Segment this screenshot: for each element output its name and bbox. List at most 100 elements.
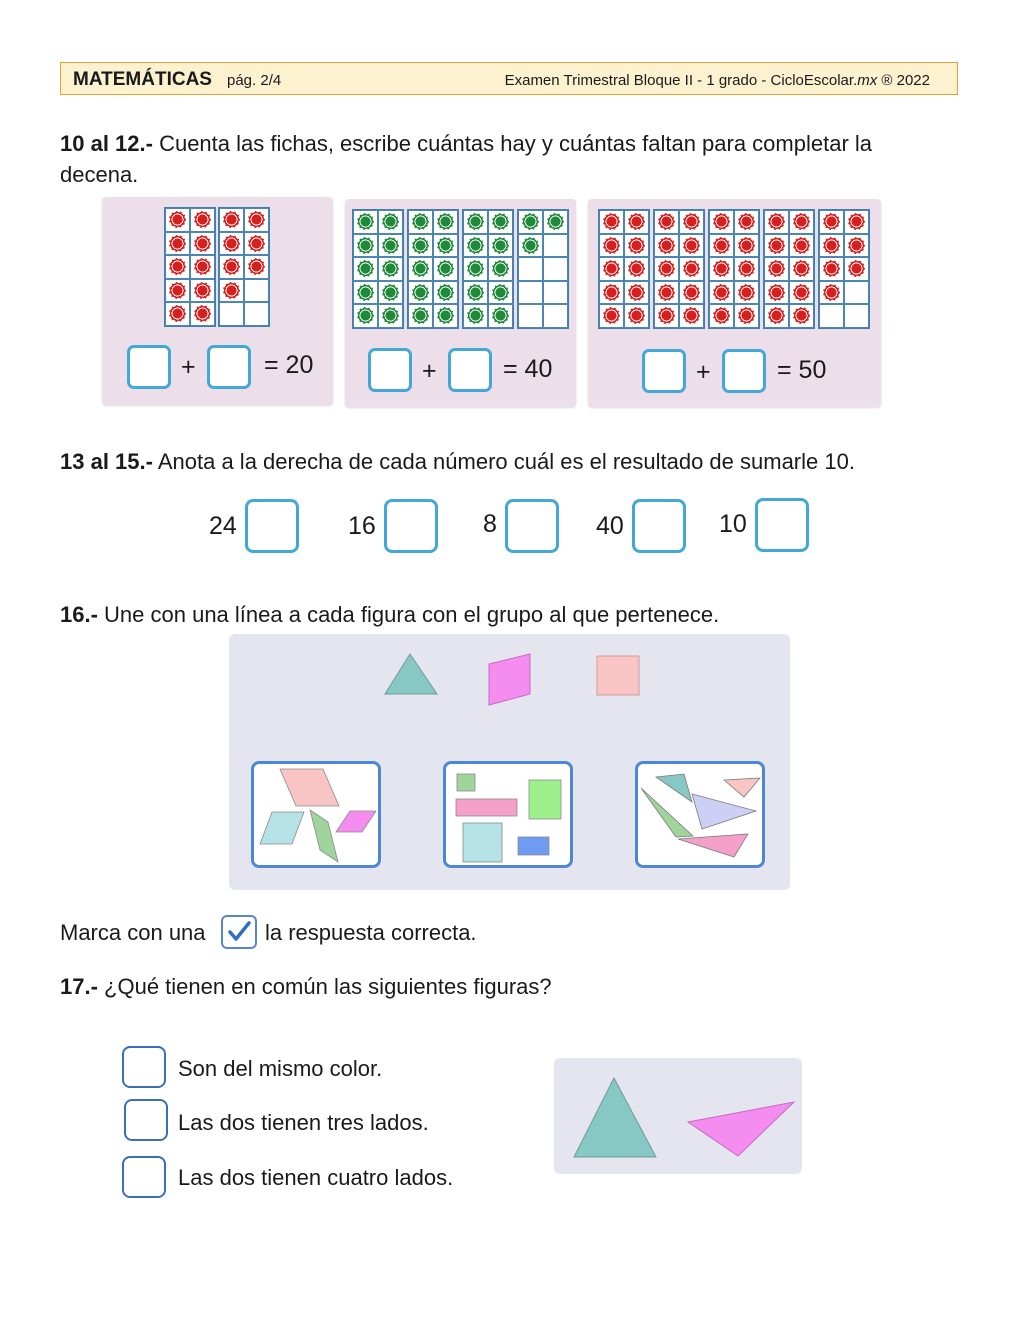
- ten-frame-cell: [734, 233, 759, 257]
- group-triangles[interactable]: [635, 761, 765, 868]
- option-checkbox-1[interactable]: [122, 1046, 166, 1088]
- ten-frame-cell: [353, 210, 378, 234]
- plus-sign: +: [696, 358, 711, 386]
- ten-frame-cell: [654, 304, 679, 328]
- ten-frame-cell: [190, 302, 215, 326]
- counter-chip: [738, 260, 755, 278]
- ten-frame-cell: [244, 208, 269, 232]
- subject-title: MATEMÁTICAS: [73, 69, 212, 90]
- ten-frame-cell: [378, 280, 403, 304]
- ten-frame-cell: [624, 257, 649, 281]
- counter-chip: [382, 260, 399, 278]
- ten-frame-cell: [244, 302, 269, 326]
- counter-chip: [603, 283, 620, 301]
- ten-frame-cell: [518, 257, 543, 281]
- ten-frame-cell: [165, 231, 190, 255]
- counter-chip: [357, 236, 374, 254]
- triangles-group-shapes: [640, 773, 761, 858]
- ten-frame-cell: [654, 210, 679, 234]
- ten-frame-cell: [819, 280, 844, 304]
- counter-chip: [467, 213, 484, 231]
- triangle-shape[interactable]: [384, 653, 438, 695]
- parallelogram-shape[interactable]: [488, 653, 531, 706]
- ten-frame-cell: [734, 210, 759, 234]
- ten-frame-cell: [789, 257, 814, 281]
- answer-box-2a[interactable]: [368, 348, 412, 392]
- group-rectangles[interactable]: [443, 761, 573, 868]
- counter-chip: [683, 260, 700, 278]
- ten-frame-cell: [764, 257, 789, 281]
- square-shape[interactable]: [596, 655, 640, 696]
- counter-chip: [683, 307, 700, 325]
- ten-frame-cell: [219, 278, 244, 302]
- ten-frame-cell: [165, 255, 190, 279]
- counter-chip: [658, 236, 675, 254]
- sum-box-10[interactable]: [755, 498, 809, 552]
- ten-frame-grid: [517, 209, 569, 329]
- answer-box-3b[interactable]: [722, 349, 766, 393]
- counter-chip: [628, 260, 645, 278]
- number-40: 40: [596, 512, 624, 540]
- sum-box-40[interactable]: [632, 499, 686, 553]
- counter-chip: [522, 213, 539, 231]
- ten-frame-cell: [353, 257, 378, 281]
- page-number: pág. 2/4: [227, 72, 282, 89]
- answer-box-1a[interactable]: [127, 345, 171, 389]
- counter-chip: [492, 236, 509, 254]
- ten-frame-cell: [543, 280, 568, 304]
- counter-chip: [467, 260, 484, 278]
- ten-frame-cell: [190, 255, 215, 279]
- chip-panel-1: + = 20: [102, 197, 333, 405]
- shape-matching-panel: [229, 634, 790, 890]
- equation-total-3: = 50: [777, 356, 827, 384]
- counter-chip: [793, 283, 810, 301]
- answer-box-2b[interactable]: [448, 348, 492, 392]
- answer-box-3a[interactable]: [642, 349, 686, 393]
- counter-chip: [768, 283, 785, 301]
- counter-chip: [823, 213, 840, 231]
- number-24: 24: [209, 512, 237, 540]
- counter-chip: [768, 236, 785, 254]
- ten-frame-grid: [708, 209, 760, 329]
- ten-frame-cell: [378, 257, 403, 281]
- ten-frame-cell: [599, 233, 624, 257]
- option-checkbox-2[interactable]: [124, 1099, 168, 1141]
- ten-frame-cell: [709, 280, 734, 304]
- ten-frame-cell: [488, 304, 513, 328]
- counter-chip: [713, 236, 730, 254]
- sum-box-24[interactable]: [245, 499, 299, 553]
- counter-chip: [823, 260, 840, 278]
- ten-frame-cell: [408, 210, 433, 234]
- ten-frame-cell: [543, 210, 568, 234]
- ten-frame-cell: [408, 304, 433, 328]
- option-checkbox-3[interactable]: [122, 1156, 166, 1198]
- teal-triangle: [573, 1076, 657, 1158]
- counter-chip: [522, 236, 539, 254]
- counter-chip: [848, 260, 865, 278]
- ten-frame-cell: [463, 210, 488, 234]
- counter-chip: [223, 258, 240, 276]
- ten-frame-cell: [408, 257, 433, 281]
- ten-frame-cell: [764, 210, 789, 234]
- ten-frame-cell: [543, 304, 568, 328]
- equation-total-1: = 20: [264, 351, 314, 379]
- counter-chip: [603, 236, 620, 254]
- chip-panel-3: + = 50: [588, 199, 881, 407]
- answer-box-1b[interactable]: [207, 345, 251, 389]
- sum-box-8[interactable]: [505, 499, 559, 553]
- counter-chip: [357, 213, 374, 231]
- ten-frame-cell: [679, 257, 704, 281]
- pink-triangle: [686, 1101, 796, 1157]
- counter-chip: [793, 260, 810, 278]
- group-parallelograms[interactable]: [251, 761, 381, 868]
- number-16: 16: [348, 512, 376, 540]
- question-13-15: 13 al 15.- Anota a la derecha de cada nú…: [60, 449, 855, 474]
- sum-box-16[interactable]: [384, 499, 438, 553]
- counter-chip: [547, 213, 564, 231]
- ten-frame-cell: [488, 257, 513, 281]
- chip-panel-2: + = 40: [345, 199, 576, 407]
- counter-chip: [683, 236, 700, 254]
- checkmark-icon: [228, 921, 251, 941]
- parallelograms-group-shapes: [259, 768, 377, 863]
- ten-frame-cell: [764, 233, 789, 257]
